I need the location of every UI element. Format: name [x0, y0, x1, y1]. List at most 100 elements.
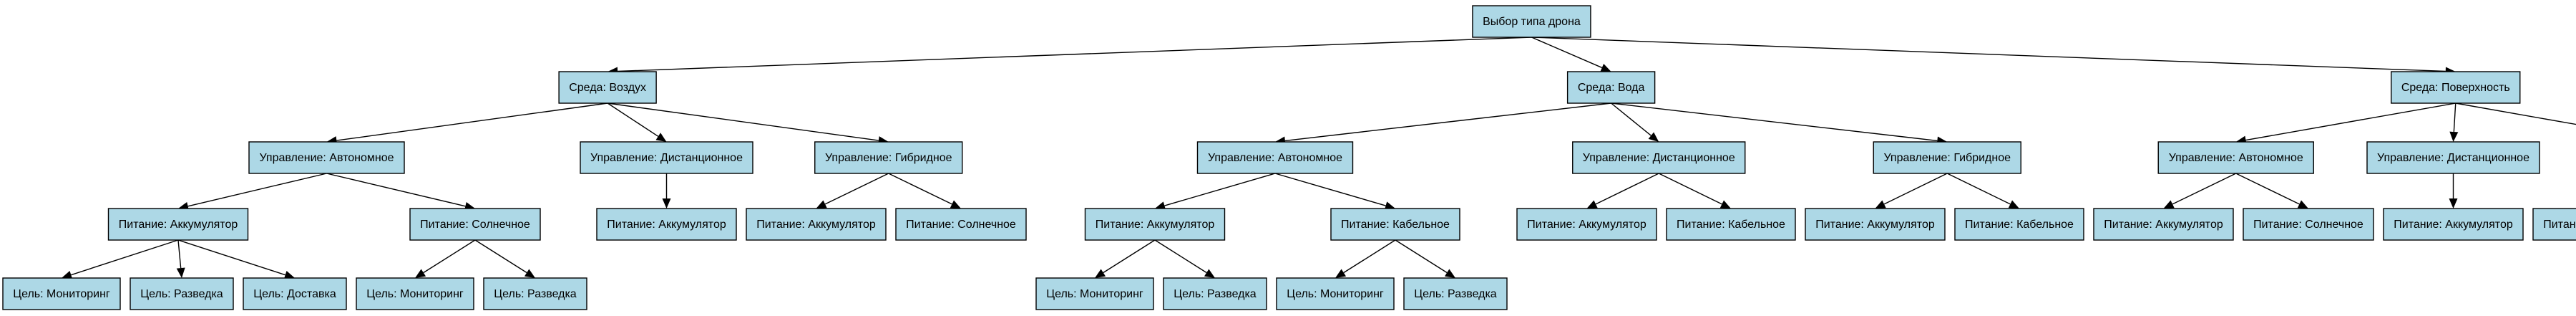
node-label-air-auto-battery: Питание: Аккумулятор — [119, 219, 238, 231]
edge-water-auto-to-water-auto-battery — [1164, 173, 1276, 206]
edge-water-auto-cable-to-water-auto-cable-monitoring — [1343, 239, 1396, 274]
node-label-water-hybrid-cable: Питание: Кабельное — [1965, 219, 2074, 231]
node-air-remote: Управление: Дистанционное — [580, 141, 753, 174]
node-label-surface: Среда: Поверхность — [2401, 82, 2510, 94]
node-label-water-auto-battery: Питание: Аккумулятор — [1096, 219, 1215, 231]
edge-surface-to-surface-auto — [2245, 102, 2456, 141]
edge-surface-to-surface-hybrid — [2455, 102, 2576, 125]
node-box-root — [1472, 5, 1591, 38]
node-box-air-auto-solar — [409, 208, 541, 241]
arrowhead-air-auto-battery-monitoring — [62, 270, 73, 279]
edge-water-remote-to-water-remote-cable — [1658, 173, 1722, 205]
edge-water-to-water-auto — [1284, 102, 1611, 142]
edge-air-hybrid-to-air-hybrid-solar — [888, 173, 952, 205]
node-box-air-remote — [580, 141, 753, 174]
edge-air-auto-to-air-auto-battery — [187, 173, 327, 207]
node-label-air-auto-solar: Питание: Солнечное — [420, 219, 530, 231]
node-label-air-hybrid: Управление: Гибридное — [825, 152, 952, 164]
node-label-air-hybrid-battery: Питание: Аккумулятор — [756, 219, 876, 231]
node-label-surface-auto-solar: Питание: Солнечное — [2253, 219, 2363, 231]
edge-water-hybrid-to-water-hybrid-cable — [1946, 173, 2011, 205]
node-label-surface-auto-battery: Питание: Аккумулятор — [2104, 219, 2223, 231]
arrowhead-surface-remote-battery — [2449, 198, 2458, 209]
node-label-surface-remote-battery: Питание: Аккумулятор — [2394, 219, 2513, 231]
node-box-water-hybrid-cable — [1954, 208, 2084, 241]
arrowhead-air-auto-solar-recon — [524, 269, 535, 278]
arrowhead-water-remote-cable — [1719, 200, 1731, 209]
node-water-hybrid-cable: Питание: Кабельное — [1954, 208, 2084, 241]
node-water-remote: Управление: Дистанционное — [1572, 141, 1746, 174]
arrowhead-water-hybrid-cable — [2008, 200, 2019, 209]
node-box-air-auto-battery-monitoring — [2, 277, 121, 310]
arrowhead-surface-remote — [2449, 131, 2459, 142]
node-label-water: Среда: Вода — [1578, 82, 1645, 94]
node-box-water-auto-cable — [1330, 208, 1460, 241]
arrowhead-water-auto-battery-recon — [1204, 269, 1215, 278]
node-box-air-auto — [248, 141, 405, 174]
node-box-air-hybrid-battery — [746, 208, 887, 241]
node-box-air-auto-battery-delivery — [243, 277, 347, 310]
arrowhead-water-auto-battery-monitoring — [1095, 269, 1106, 278]
node-air-auto-battery-recon: Цель: Разведка — [130, 277, 234, 310]
node-label-water-auto-cable-monitoring: Цель: Мониторинг — [1287, 288, 1384, 300]
node-root: Выбор типа дрона — [1472, 5, 1591, 38]
arrowhead-air-remote — [655, 133, 667, 142]
edge-surface-auto-to-surface-auto-battery — [2172, 173, 2237, 205]
node-box-surface-auto — [2157, 141, 2314, 174]
edge-root-to-air — [618, 37, 1532, 72]
node-air-auto-battery-monitoring: Цель: Мониторинг — [2, 277, 121, 310]
edge-air-auto-battery-to-air-auto-battery-delivery — [177, 239, 286, 276]
arrowhead-water-remote — [1648, 132, 1659, 142]
node-air-auto-battery-delivery: Цель: Доставка — [243, 277, 347, 310]
node-air-auto-solar: Питание: Солнечное — [409, 208, 541, 241]
node-air-hybrid-solar: Питание: Солнечное — [895, 208, 1027, 241]
node-label-air-auto-battery-delivery: Цель: Доставка — [253, 288, 336, 300]
node-air-auto: Управление: Автономное — [248, 141, 405, 174]
node-surface: Среда: Поверхность — [2391, 71, 2521, 104]
arrowhead-air-remote-battery — [662, 198, 671, 209]
node-box-water-hybrid-battery — [1805, 208, 1946, 241]
node-air: Среда: Воздух — [558, 71, 657, 104]
node-air-auto-solar-monitoring: Цель: Мониторинг — [356, 277, 474, 310]
node-label-air-auto-solar-monitoring: Цель: Мониторинг — [366, 288, 464, 300]
node-label-water-remote-battery: Питание: Аккумулятор — [1527, 219, 1646, 231]
node-air-hybrid-battery: Питание: Аккумулятор — [746, 208, 887, 241]
node-surface-hybrid-battery: Питание: Аккумулятор — [2532, 208, 2576, 241]
edge-surface-auto-to-surface-auto-solar — [2235, 173, 2300, 205]
node-box-surface-remote — [2366, 141, 2540, 174]
node-air-hybrid: Управление: Гибридное — [814, 141, 963, 174]
arrowhead-air-hybrid-battery — [816, 200, 827, 209]
node-air-auto-battery: Питание: Аккумулятор — [107, 208, 249, 241]
node-box-air-auto-solar-monitoring — [356, 277, 474, 310]
arrowhead-air-hybrid-solar — [950, 200, 961, 209]
edge-air-auto-solar-to-air-auto-solar-monitoring — [423, 239, 476, 274]
node-air-remote-battery: Питание: Аккумулятор — [596, 208, 737, 241]
edge-water-auto-cable-to-water-auto-cable-recon — [1395, 239, 1448, 274]
edge-air-auto-to-air-auto-solar — [326, 173, 466, 207]
arrowhead-water-auto-cable — [1384, 201, 1395, 210]
node-air-auto-solar-recon: Цель: Разведка — [483, 277, 587, 310]
node-label-water-remote-cable: Питание: Кабельное — [1677, 219, 1785, 231]
arrowhead-water-auto-cable-recon — [1444, 269, 1455, 278]
node-box-water-auto-battery-monitoring — [1035, 277, 1154, 310]
edge-surface-to-surface-remote — [2453, 102, 2457, 133]
edge-water-auto-battery-to-water-auto-battery-monitoring — [1103, 239, 1156, 274]
node-box-surface-hybrid-battery — [2532, 208, 2576, 241]
edge-air-to-air-hybrid — [608, 102, 879, 141]
edge-root-to-surface — [1531, 37, 2446, 72]
node-box-air-auto-battery-recon — [130, 277, 234, 310]
node-label-water-auto-cable: Питание: Кабельное — [1341, 219, 1450, 231]
node-label-air: Среда: Воздух — [569, 82, 646, 94]
node-water-auto-cable: Питание: Кабельное — [1330, 208, 1460, 241]
node-box-water-remote — [1572, 141, 1746, 174]
node-water-auto-cable-monitoring: Цель: Мониторинг — [1276, 277, 1395, 310]
node-box-surface-remote-battery — [2383, 208, 2524, 241]
edge-water-remote-to-water-remote-battery — [1595, 173, 1659, 205]
node-box-water-hybrid — [1873, 141, 2021, 174]
node-water-hybrid-battery: Питание: Аккумулятор — [1805, 208, 1946, 241]
node-surface-auto: Управление: Автономное — [2157, 141, 2314, 174]
node-box-surface-auto-solar — [2243, 208, 2374, 241]
arrowhead-air-auto-solar-monitoring — [415, 269, 426, 278]
node-box-water-auto-cable-recon — [1403, 277, 1508, 310]
